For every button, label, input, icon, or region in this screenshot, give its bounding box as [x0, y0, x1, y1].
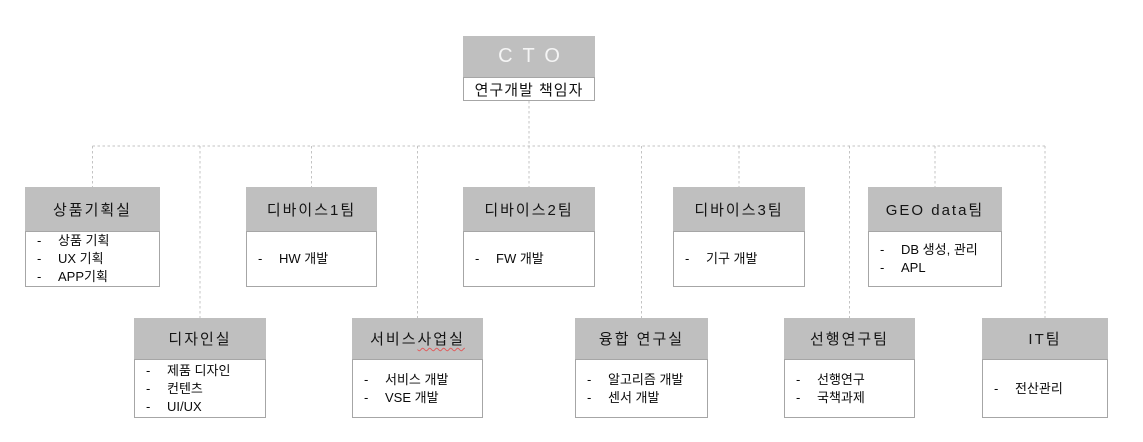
org-node-product-planning[interactable]: 상품기획실 - 상품 기획 - UX 기획 - APP기획 — [25, 187, 160, 287]
bullet-dash: - — [364, 389, 369, 405]
org-item-label: HW 개발 — [279, 251, 329, 266]
org-item: - APL — [878, 259, 999, 277]
org-node-service-business-office[interactable]: 서비스 사업실 -서비스 개발 -VSE 개발 — [352, 318, 483, 418]
org-node-title: 상품기획실 — [25, 187, 160, 231]
org-item-label: UX 기획 — [58, 251, 104, 266]
bullet-dash: - — [146, 380, 151, 396]
org-node-title: 서비스 사업실 — [352, 318, 483, 359]
bullet-dash: - — [880, 242, 885, 257]
org-node-title: 디바이스3팀 — [673, 187, 805, 231]
org-item-label: 전산관리 — [1015, 380, 1063, 396]
bullet-dash: - — [37, 269, 42, 284]
org-node-device2-team[interactable]: 디바이스2팀 - FW 개발 — [463, 187, 595, 287]
bullet-dash: - — [587, 389, 592, 405]
org-item: -선행연구 — [794, 371, 912, 389]
bullet-dash: - — [587, 371, 592, 387]
org-node-title: 디자인실 — [134, 318, 266, 359]
org-node-items: - FW 개발 — [463, 231, 595, 287]
org-node-title: 디바이스2팀 — [463, 187, 595, 231]
org-item: -제품 디자인 — [144, 362, 263, 380]
org-node-title: 디바이스1팀 — [246, 187, 377, 231]
org-node-convergence-research-office[interactable]: 융합 연구실 -알고리즘 개발 -센서 개발 — [575, 318, 708, 418]
org-node-items: - 상품 기획 - UX 기획 - APP기획 — [25, 231, 160, 287]
org-node-items: - HW 개발 — [246, 231, 377, 287]
bullet-dash: - — [37, 233, 42, 248]
bullet-dash: - — [146, 398, 151, 414]
org-node-design-office[interactable]: 디자인실 -제품 디자인 -컨텐츠 -UI/UX — [134, 318, 266, 418]
bullet-dash: - — [258, 251, 263, 266]
org-node-advanced-research-team[interactable]: 선행연구팀 -선행연구 -국책과제 — [784, 318, 915, 418]
org-item-label: 센서 개발 — [608, 389, 660, 405]
org-node-items: - DB 생성, 관리 - APL — [868, 231, 1002, 287]
org-node-device3-team[interactable]: 디바이스3팀 - 기구 개발 — [673, 187, 805, 287]
cto-subtitle: 연구개발 책임자 — [463, 77, 595, 101]
org-item-label: UI/UX — [167, 398, 202, 414]
bullet-dash: - — [685, 251, 690, 266]
bullet-dash: - — [994, 380, 999, 396]
org-node-cto[interactable]: CTO 연구개발 책임자 — [463, 36, 595, 101]
org-item-label: 선행연구 — [817, 371, 865, 387]
bullet-dash: - — [146, 362, 151, 378]
org-item-label: DB 생성, 관리 — [901, 242, 978, 257]
bullet-dash: - — [37, 251, 42, 266]
org-item-label: VSE 개발 — [385, 389, 439, 405]
org-item: -컨텐츠 — [144, 380, 263, 398]
org-item-label: 서비스 개발 — [385, 371, 449, 387]
org-item: - DB 생성, 관리 — [878, 241, 999, 259]
bullet-dash: - — [475, 251, 480, 266]
org-item-label: 국책과제 — [817, 389, 865, 405]
org-node-title: GEO data팀 — [868, 187, 1002, 231]
org-item-label: 알고리즘 개발 — [608, 371, 684, 387]
org-item-label: APL — [901, 260, 926, 275]
org-item: -서비스 개발 — [362, 371, 480, 389]
org-item-label: 상품 기획 — [58, 233, 110, 248]
org-node-items: -전산관리 — [982, 359, 1108, 418]
org-item: -알고리즘 개발 — [585, 371, 705, 389]
org-node-items: -서비스 개발 -VSE 개발 — [352, 359, 483, 418]
org-item-label: 기구 개발 — [706, 251, 758, 266]
org-item: - UX 기획 — [35, 250, 157, 268]
org-item: -UI/UX — [144, 398, 263, 416]
org-node-geo-data-team[interactable]: GEO data팀 - DB 생성, 관리 - APL — [868, 187, 1002, 287]
org-item: - FW 개발 — [473, 250, 592, 268]
org-node-items: - 기구 개발 — [673, 231, 805, 287]
org-node-title: 융합 연구실 — [575, 318, 708, 359]
org-node-title: 선행연구팀 — [784, 318, 915, 359]
org-item: -센서 개발 — [585, 389, 705, 407]
org-node-items: -알고리즘 개발 -센서 개발 — [575, 359, 708, 418]
org-item-label: 제품 디자인 — [167, 362, 231, 378]
org-node-title: IT팀 — [982, 318, 1108, 359]
cto-title: CTO — [463, 36, 595, 77]
bullet-dash: - — [364, 371, 369, 387]
org-node-it-team[interactable]: IT팀 -전산관리 — [982, 318, 1108, 418]
bullet-dash: - — [880, 260, 885, 275]
bullet-dash: - — [796, 371, 801, 387]
org-item-label: 컨텐츠 — [167, 380, 203, 396]
org-item: -전산관리 — [992, 380, 1105, 398]
org-node-title-part: 서비스 — [370, 331, 418, 348]
org-node-device1-team[interactable]: 디바이스1팀 - HW 개발 — [246, 187, 377, 287]
org-item: - HW 개발 — [256, 250, 374, 268]
org-node-items: -선행연구 -국책과제 — [784, 359, 915, 418]
org-item: - 기구 개발 — [683, 250, 802, 268]
org-item: - APP기획 — [35, 268, 157, 286]
org-node-items: -제품 디자인 -컨텐츠 -UI/UX — [134, 359, 266, 418]
org-item-label: APP기획 — [58, 269, 108, 284]
org-item: -VSE 개발 — [362, 389, 480, 407]
org-item: - 상품 기획 — [35, 232, 157, 250]
org-item: -국책과제 — [794, 389, 912, 407]
spellcheck-underlined-text: 사업실 — [417, 331, 465, 348]
bullet-dash: - — [796, 389, 801, 405]
org-item-label: FW 개발 — [496, 251, 544, 266]
